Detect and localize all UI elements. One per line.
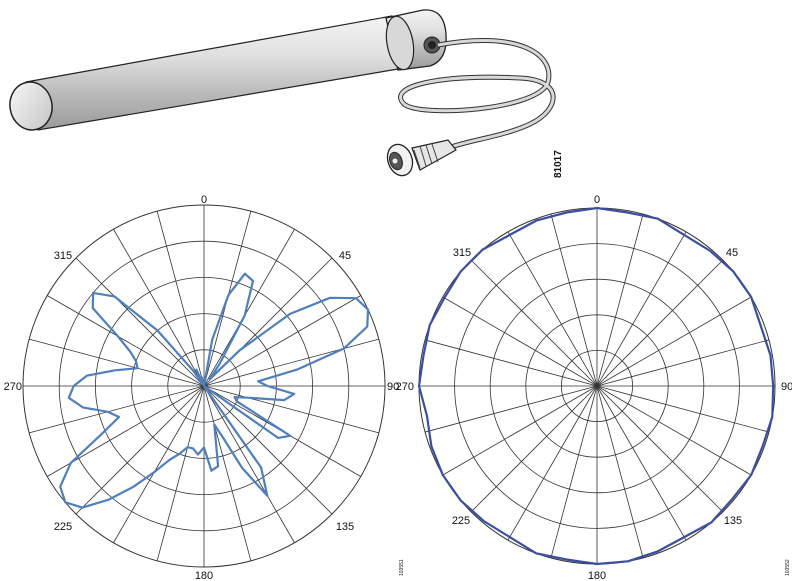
grid-spoke	[424, 385, 598, 433]
grid-spoke	[203, 229, 295, 387]
angle-label-270: 270	[396, 381, 414, 393]
grid-spoke	[47, 295, 205, 387]
grid-spoke	[507, 231, 598, 387]
antenna-illustration: 81017	[9, 9, 564, 178]
grid-spoke	[596, 339, 770, 387]
angle-label-315: 315	[453, 247, 471, 259]
antenna-cable	[398, 38, 556, 151]
angle-label-180: 180	[195, 570, 213, 581]
bnc-connector	[386, 139, 457, 177]
grid-spoke	[470, 385, 598, 513]
angle-label-180: 180	[588, 570, 606, 581]
grid-spoke	[596, 385, 770, 433]
antenna-end-cap	[385, 9, 447, 71]
grid-spoke	[470, 259, 598, 387]
angle-label-315: 315	[54, 250, 72, 262]
angle-label-0: 0	[594, 194, 600, 206]
angle-label-90: 90	[387, 381, 399, 393]
angle-label-135: 135	[724, 515, 742, 527]
angle-label-45: 45	[339, 250, 351, 262]
grid-spoke	[550, 213, 598, 387]
grid-spoke	[442, 385, 598, 476]
grid-spoke	[156, 211, 205, 387]
angle-label-225: 225	[54, 521, 72, 533]
grid-spoke	[442, 296, 598, 387]
grid-spoke	[113, 385, 205, 543]
grid-spoke	[203, 385, 333, 515]
grid-spoke	[596, 385, 687, 541]
grid-spoke	[203, 295, 361, 387]
grid-spoke	[113, 229, 205, 387]
grid-spoke	[596, 213, 644, 387]
angle-label-90: 90	[781, 381, 792, 393]
radiation-pattern-trace	[59, 272, 370, 509]
grid-spoke	[596, 296, 752, 387]
grid-spoke	[424, 339, 598, 387]
angle-label-135: 135	[336, 521, 354, 533]
grid-spoke	[75, 257, 205, 387]
azimuth-pattern-chart: 0 45 90 135 180 225 270 315 103552	[396, 194, 792, 581]
chart-figure-id: 103551	[399, 559, 405, 576]
grid-spoke	[203, 385, 295, 543]
grid-spoke	[29, 338, 205, 387]
grid-spoke	[507, 385, 598, 541]
grid-spoke	[156, 385, 205, 561]
angle-label-45: 45	[726, 247, 738, 259]
angle-label-0: 0	[201, 194, 207, 206]
grid-spoke	[75, 385, 205, 515]
angle-label-225: 225	[452, 515, 470, 527]
grid-spoke	[550, 385, 598, 559]
elevation-pattern-chart: 0 45 90 135 180 225 270 315 103551	[4, 194, 405, 581]
grid-spoke	[596, 385, 644, 559]
radiation-pattern-trace	[417, 206, 775, 566]
grid-spoke	[596, 385, 752, 476]
angle-label-270: 270	[4, 381, 22, 393]
illustration-id-label: 81017	[553, 150, 564, 178]
grid-spoke	[203, 385, 252, 561]
grid-spoke	[203, 385, 379, 434]
chart-figure-id: 103552	[785, 559, 791, 576]
grid-spoke	[596, 231, 687, 387]
grid-spoke	[203, 338, 379, 387]
grid-spoke	[596, 385, 724, 513]
grid-spoke	[596, 259, 724, 387]
grid-spoke	[29, 385, 205, 434]
antenna-tube	[9, 15, 405, 131]
